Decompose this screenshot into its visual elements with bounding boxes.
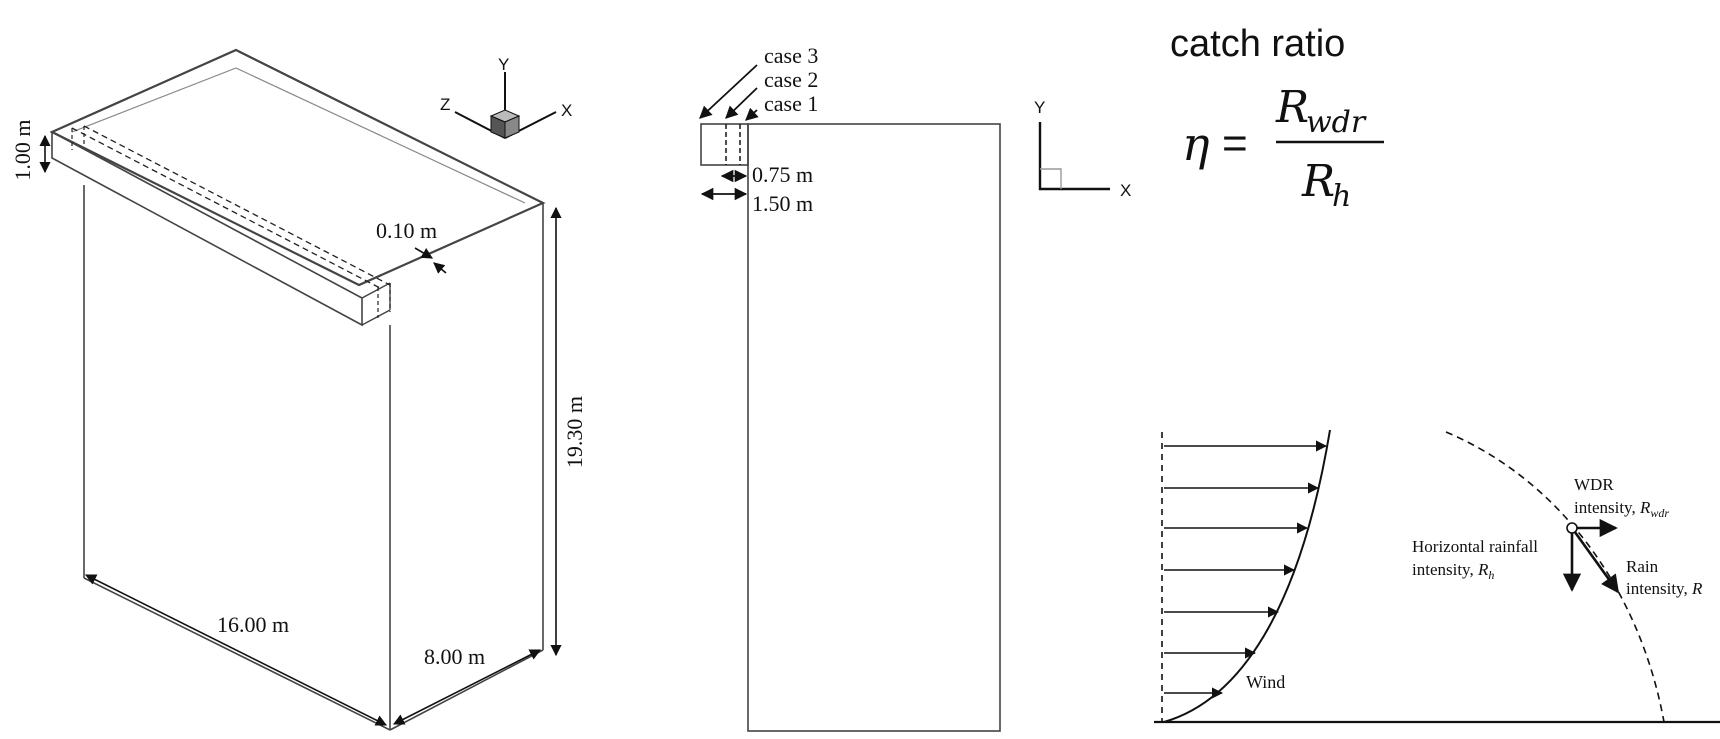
- horizontal-symbol: R: [1477, 560, 1489, 579]
- section-case-arrows: [699, 64, 759, 201]
- dim-width-label: 8.00 m: [424, 644, 485, 669]
- horizontal-label-line2: intensity, Rh: [1412, 560, 1494, 582]
- wdr-symbol: R: [1639, 498, 1651, 517]
- axis-cube-right: [504, 115, 520, 139]
- wind-profile-curve: [1163, 429, 1331, 723]
- dim-075-label: 0.75 m: [752, 162, 813, 187]
- raindrop-point: [1566, 522, 1578, 534]
- overhang-edge-2: [361, 309, 391, 326]
- rain-vector: [1570, 527, 1620, 594]
- axes-3d: [454, 72, 557, 139]
- axis-y-2d-label: Y: [1034, 98, 1045, 117]
- case2-label: case 2: [764, 67, 818, 92]
- wdr-label-line1: WDR: [1574, 475, 1614, 494]
- case1-arrow: [745, 107, 759, 121]
- case2-arrow: [725, 87, 758, 119]
- section-2d: [700, 123, 1001, 732]
- formula-equals: =: [1222, 119, 1248, 168]
- rain-label-text: intensity,: [1626, 579, 1692, 598]
- wdr-subscript: wdr: [1650, 506, 1669, 520]
- dim-length-label: 16.00 m: [217, 612, 289, 637]
- dim-thickness-label: 0.10 m: [376, 218, 437, 243]
- axes-2d-corner: [1040, 168, 1062, 189]
- building-base-left: [83, 577, 391, 731]
- building-dimensions: [39, 134, 562, 726]
- rain-label-line2: intensity, R: [1626, 579, 1703, 598]
- horizontal-label-line1: Horizontal rainfall: [1412, 537, 1538, 556]
- case3-arrow: [699, 64, 758, 119]
- formula-title: catch ratio: [1170, 23, 1345, 65]
- roof-outline: [49, 48, 546, 287]
- horizontal-subscript: h: [1488, 568, 1494, 582]
- dim-overhang-height-label: 1.00 m: [10, 119, 35, 180]
- case-dash-1: [71, 127, 381, 289]
- axis-z-3d-label: Z: [440, 95, 450, 114]
- dim-thickness-arrow-b: [433, 262, 447, 274]
- case3-label: case 3: [764, 43, 818, 68]
- section-building-rect: [747, 123, 1001, 732]
- wdr-label-text: intensity,: [1574, 498, 1640, 517]
- formula-numerator-main: R: [1275, 82, 1309, 133]
- building-3d: [49, 48, 546, 731]
- dim-height-label: 19.30 m: [562, 396, 587, 468]
- rain-vectors: [1562, 518, 1620, 594]
- dim-thickness-arrow-a: [414, 247, 433, 259]
- axis-y-3d-label: Y: [498, 55, 509, 74]
- wind-label: Wind: [1246, 672, 1285, 692]
- formula-numerator-sub: wdr: [1306, 105, 1367, 140]
- dim-150-label: 1.50 m: [752, 191, 813, 216]
- dim-width-arrow: [393, 649, 541, 725]
- wind-diagram: Wind WDR intensity, Rwdr Horizontal rain…: [1154, 429, 1720, 724]
- formula-eta: η: [1182, 117, 1210, 171]
- wind-profile-arrows: [1164, 440, 1328, 699]
- rain-trajectory-dashed: [1445, 431, 1665, 723]
- overhang-front: [51, 130, 363, 327]
- axes-2d-lines: [1038, 122, 1110, 191]
- axis-x-3d-label: X: [561, 101, 572, 120]
- section-overhang-rect: [700, 123, 749, 166]
- axis-x-2d-label: X: [1120, 181, 1131, 200]
- dim-length-arrow: [84, 574, 388, 726]
- formula-denominator-sub: h: [1332, 179, 1351, 214]
- wdr-label-line2: intensity, Rwdr: [1574, 498, 1669, 520]
- axes-2d: [1038, 122, 1110, 191]
- horizontal-label-text: intensity,: [1412, 560, 1478, 579]
- catch-ratio-formula: η = R wdr R h: [1182, 82, 1384, 214]
- formula-denominator-main: R: [1301, 156, 1335, 207]
- overhang-edge: [361, 282, 391, 299]
- case1-label: case 1: [764, 91, 818, 116]
- rain-symbol: R: [1691, 579, 1703, 598]
- parapet-inner: [71, 67, 526, 204]
- case-dash-2: [83, 125, 391, 286]
- rain-label-line1: Rain: [1626, 557, 1659, 576]
